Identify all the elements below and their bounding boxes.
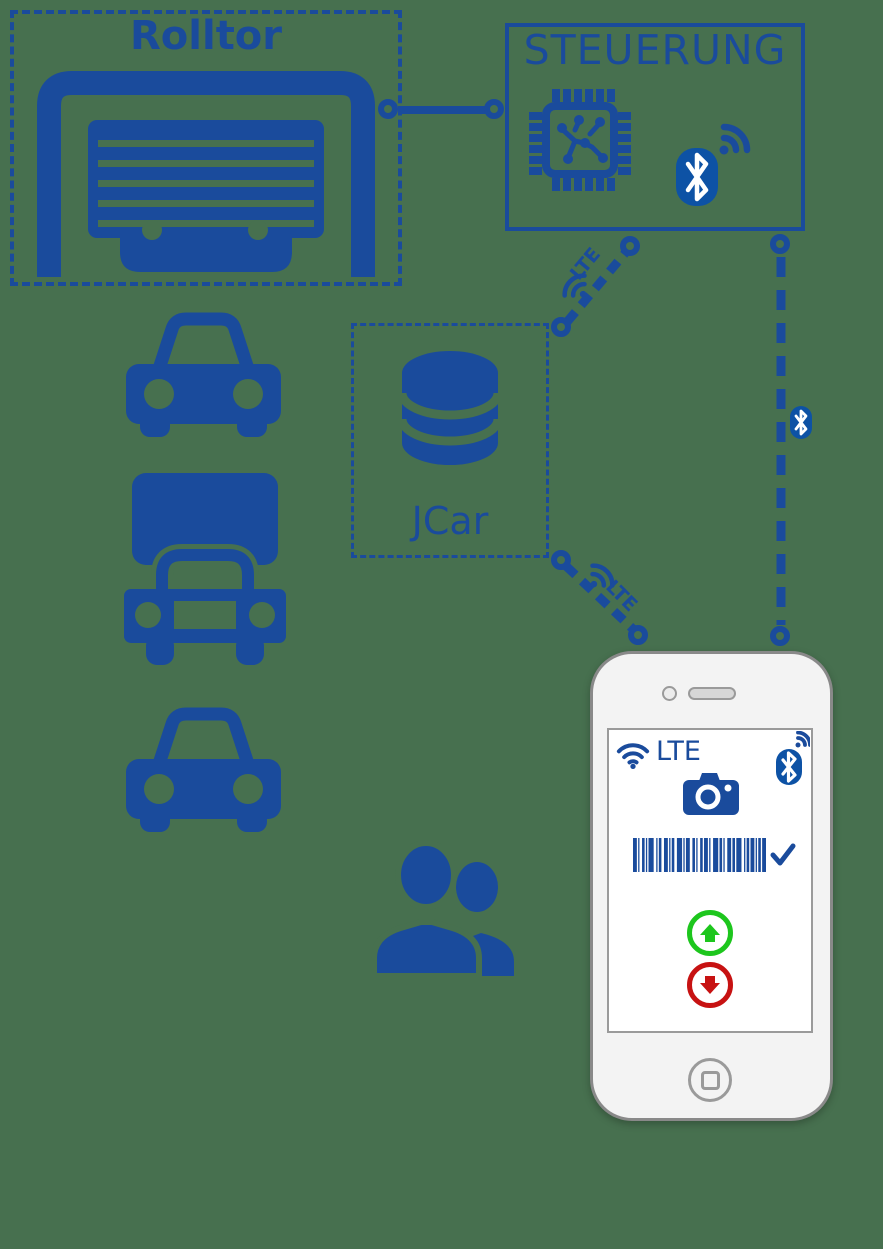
users-icon (371, 840, 514, 976)
connector-node (628, 625, 648, 645)
barcode-icon (633, 838, 766, 872)
phone-screen: LTE (607, 728, 813, 1033)
bluetooth-icon (676, 123, 751, 206)
network-status-label: LTE (656, 736, 701, 767)
rolltor-title: Rolltor (129, 13, 283, 59)
chip-icon (529, 89, 631, 191)
wifi-icon (616, 743, 650, 769)
connector-node (551, 550, 571, 570)
home-square-icon (700, 1070, 720, 1090)
wired-connection-line (398, 106, 486, 114)
connector-node (770, 234, 790, 254)
smartphone: LTE (590, 651, 833, 1121)
jcar-box: JCar (351, 323, 549, 558)
steuerung-title: STEUERUNG (523, 26, 787, 74)
home-button[interactable] (688, 1058, 732, 1102)
front-camera-icon (662, 686, 677, 701)
download-button[interactable] (687, 962, 733, 1008)
connector-node (770, 626, 790, 646)
camera-icon[interactable] (683, 771, 739, 815)
car-icon (126, 312, 281, 437)
wifi-icon (562, 273, 587, 298)
rolltor-box: Rolltor (10, 10, 402, 286)
steuerung-box: STEUERUNG (505, 23, 805, 231)
garage-door-icon (37, 71, 375, 277)
connector-node (620, 236, 640, 256)
checkmark-icon (770, 843, 796, 866)
truck-icon (124, 473, 286, 665)
jcar-title: JCar (411, 499, 489, 544)
wifi-icon (590, 563, 615, 588)
upload-button[interactable] (687, 910, 733, 956)
arrow-down-icon (700, 976, 720, 994)
connector-node (484, 99, 504, 119)
connector-node (378, 99, 398, 119)
bluetooth-icon (776, 731, 810, 785)
bluetooth-icon (790, 406, 812, 439)
database-icon (400, 351, 500, 465)
connector-node (551, 317, 571, 337)
speaker-icon (688, 687, 736, 700)
arrow-up-icon (700, 924, 720, 942)
car-icon (126, 707, 281, 832)
